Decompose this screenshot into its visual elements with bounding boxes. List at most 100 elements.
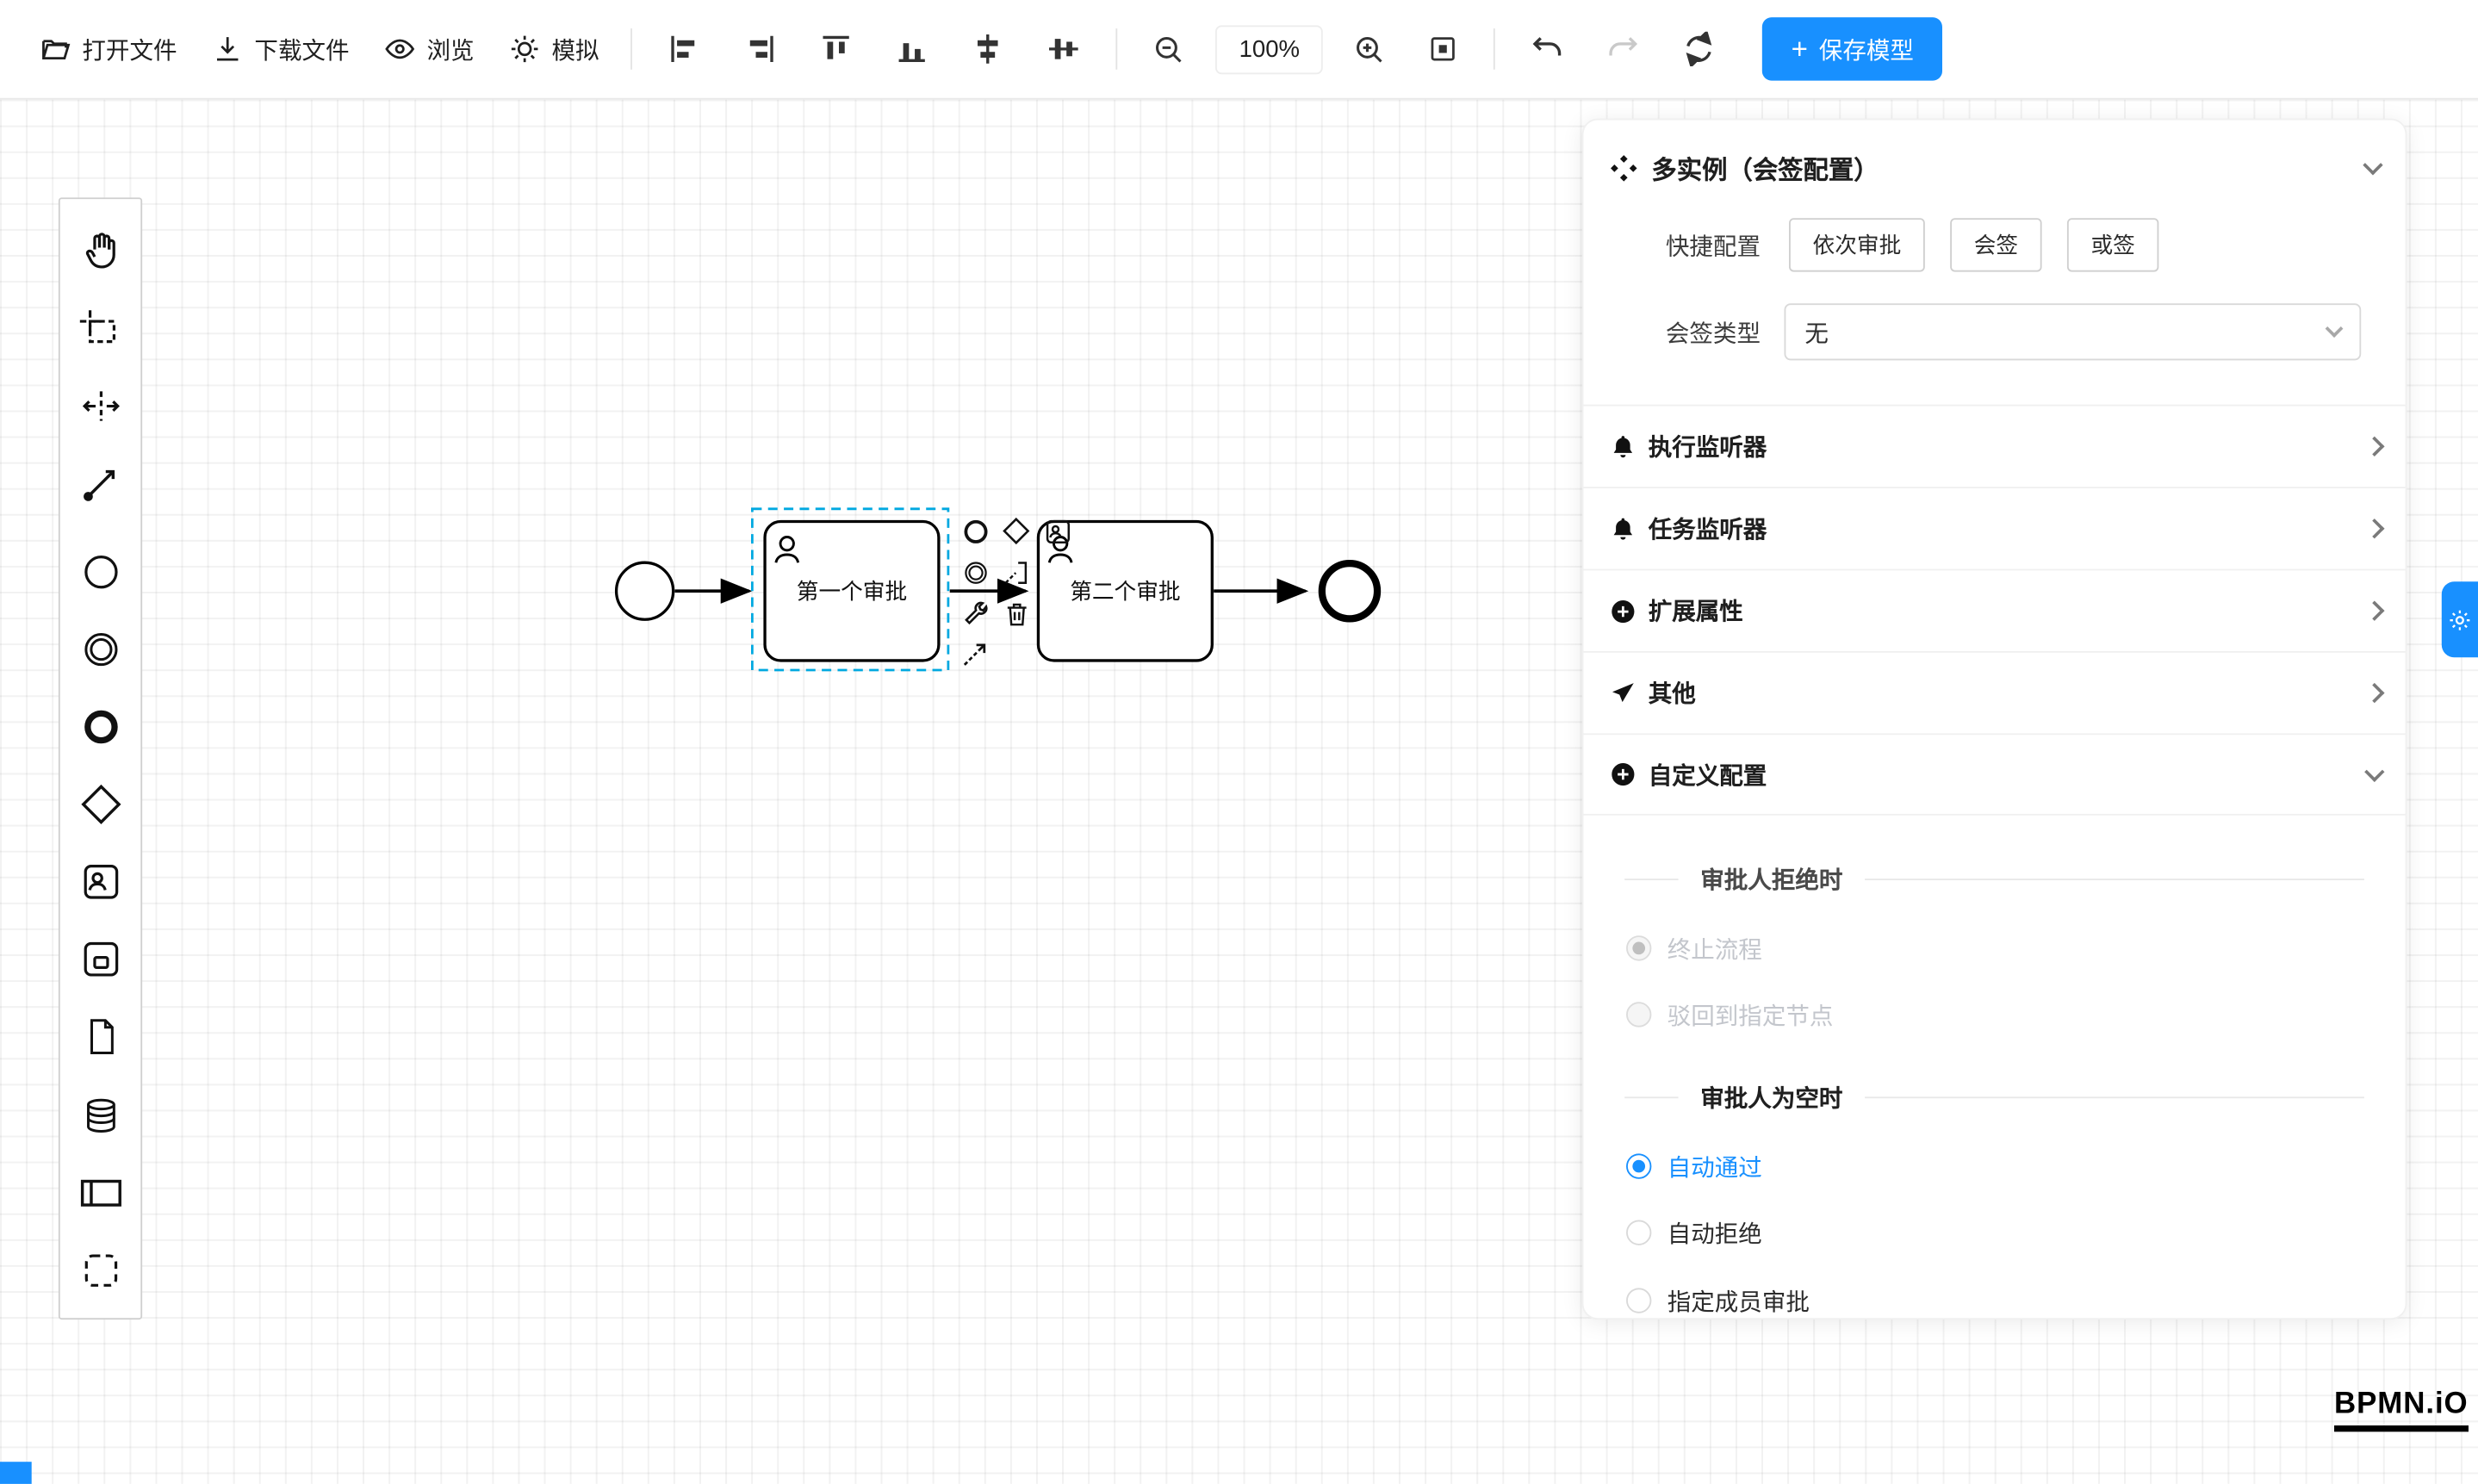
save-model-label: 保存模型	[1818, 37, 1914, 65]
gear-icon	[2448, 607, 2472, 631]
plus-icon: +	[1791, 33, 1808, 65]
user-icon	[774, 536, 800, 563]
user-task-second[interactable]: 第二个审批	[1036, 519, 1214, 662]
start-event[interactable]	[614, 561, 675, 621]
quick-option-countersign[interactable]: 会签	[1950, 218, 2042, 272]
chevron-down-icon	[2363, 154, 2383, 175]
end-event[interactable]	[1318, 559, 1382, 623]
gateway-icon	[1000, 515, 1032, 547]
fit-viewport-icon	[1428, 34, 1460, 65]
radio-terminate-process: 终止流程	[1583, 929, 2405, 967]
simulate-button[interactable]: 模拟	[492, 23, 617, 76]
radio-auto-reject[interactable]: 自动拒绝	[1583, 1214, 2405, 1251]
open-file-button[interactable]: 打开文件	[22, 23, 195, 76]
sign-type-label: 会签类型	[1665, 320, 1761, 347]
toolbar-divider	[1115, 28, 1118, 70]
zoom-out-button[interactable]	[1132, 23, 1206, 76]
gear-spinner-icon	[509, 34, 541, 65]
radio-icon	[1626, 935, 1652, 961]
selection-outline	[750, 507, 950, 672]
bell-icon	[1607, 513, 1637, 543]
create-gateway[interactable]	[64, 769, 136, 841]
multi-instance-icon	[1609, 152, 1639, 183]
create-user-task[interactable]	[64, 847, 136, 918]
download-file-button[interactable]: 下载文件	[195, 23, 367, 76]
append-intermediate-event-button[interactable]	[958, 555, 992, 589]
create-data-store[interactable]	[64, 1079, 136, 1151]
append-user-task-button[interactable]	[1040, 513, 1074, 548]
panel-header[interactable]: 多实例（会签配置）	[1583, 133, 2405, 202]
sync-button[interactable]	[1661, 22, 1737, 76]
section-execution-listener[interactable]: 执行监听器	[1583, 404, 2406, 487]
zoom-in-button[interactable]	[1333, 23, 1407, 76]
bpmn-io-logo[interactable]: BPMN.iO	[2334, 1388, 2469, 1432]
panel-title: 多实例（会签配置）	[1651, 158, 1879, 185]
palette	[58, 197, 143, 1320]
panel-sections: 执行监听器 任务监听器 扩展属性 其他	[1583, 404, 2406, 816]
lasso-tool[interactable]	[64, 292, 136, 363]
radio-assign-member[interactable]: 指定成员审批	[1583, 1282, 2405, 1319]
align-left-button[interactable]	[647, 22, 723, 76]
save-model-button[interactable]: + 保存模型	[1762, 17, 1942, 81]
task-label: 第一个审批	[797, 579, 907, 604]
section-label: 扩展属性	[1648, 599, 1743, 626]
change-type-button[interactable]	[958, 596, 992, 630]
sign-type-select[interactable]: 无	[1784, 303, 2362, 361]
align-center-h-button[interactable]	[950, 22, 1026, 76]
section-custom-config[interactable]: 自定义配置	[1583, 733, 2406, 816]
align-top-button[interactable]	[798, 22, 874, 76]
chevron-right-icon	[2364, 682, 2385, 704]
radio-auto-pass[interactable]: 自动通过	[1583, 1147, 2405, 1185]
fit-viewport-button[interactable]	[1407, 24, 1480, 75]
create-end-event[interactable]	[64, 692, 136, 764]
align-bottom-button[interactable]	[874, 22, 950, 76]
section-task-listener[interactable]: 任务监听器	[1583, 487, 2406, 568]
settings-tab[interactable]	[2441, 581, 2478, 658]
zoom-in-icon	[1353, 33, 1387, 66]
zoom-level[interactable]: 100%	[1215, 24, 1324, 74]
align-right-button[interactable]	[723, 22, 798, 76]
sign-type-value: 无	[1804, 320, 1829, 347]
quick-config-row: 快捷配置 依次审批 会签 或签	[1583, 218, 2405, 272]
top-toolbar: 打开文件 下载文件 浏览 模拟	[0, 0, 2478, 100]
create-data-object[interactable]	[64, 1002, 136, 1073]
trash-icon	[1001, 598, 1031, 628]
create-group[interactable]	[64, 1234, 136, 1306]
chevron-right-icon	[2364, 518, 2385, 539]
download-file-label: 下载文件	[254, 37, 350, 65]
radio-return-to-node: 驳回到指定节点	[1583, 996, 2405, 1034]
connect-tool-button[interactable]	[958, 636, 992, 671]
global-connect-tool[interactable]	[64, 447, 136, 518]
append-gateway-button[interactable]	[999, 513, 1034, 548]
append-end-event-button[interactable]	[958, 513, 992, 548]
empty-divider: 审批人为空时	[1583, 1081, 2405, 1113]
preview-button[interactable]: 浏览	[367, 23, 492, 76]
align-center-v-button[interactable]	[1026, 22, 1102, 76]
user-icon	[1047, 536, 1073, 563]
radio-label: 驳回到指定节点	[1667, 1003, 1834, 1030]
redo-button[interactable]	[1586, 22, 1661, 76]
simulate-label: 模拟	[551, 37, 599, 65]
radio-icon	[1626, 1153, 1652, 1179]
create-intermediate-event[interactable]	[64, 615, 136, 686]
space-tool[interactable]	[64, 369, 136, 441]
user-task-first[interactable]: 第一个审批	[763, 519, 941, 662]
align-center-v-icon	[1046, 32, 1081, 66]
megaphone-icon	[1607, 678, 1637, 708]
create-start-event[interactable]	[64, 537, 136, 609]
section-extended-properties[interactable]: 扩展属性	[1583, 568, 2406, 651]
undo-button[interactable]	[1510, 22, 1586, 76]
section-label: 执行监听器	[1648, 434, 1767, 462]
append-text-annotation-button[interactable]	[999, 555, 1034, 589]
section-other[interactable]: 其他	[1583, 650, 2406, 733]
quick-option-orsign[interactable]: 或签	[2066, 218, 2159, 272]
hand-tool[interactable]	[64, 215, 136, 287]
create-participant[interactable]	[64, 1157, 136, 1228]
quick-option-sequential[interactable]: 依次审批	[1789, 218, 1925, 272]
create-subprocess[interactable]	[64, 924, 136, 996]
undo-icon	[1531, 32, 1565, 66]
properties-panel: 多实例（会签配置） 快捷配置 依次审批 会签 或签 会签类型 无 执行	[1581, 118, 2407, 1320]
radio-label: 自动通过	[1667, 1154, 1762, 1182]
delete-button[interactable]	[999, 596, 1034, 630]
